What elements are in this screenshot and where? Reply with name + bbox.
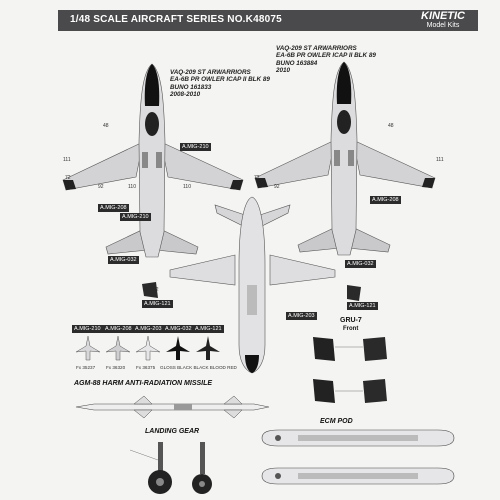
- color-ref-label: A.MIG-208: [98, 204, 129, 212]
- agm-title: AGM-88 HARM ANTI-RADIATION MISSILE: [74, 380, 213, 387]
- legend-swatch: A.MIG-210: [72, 325, 103, 333]
- aircraft-underside-view: [169, 196, 336, 374]
- small-part-right: [347, 285, 361, 301]
- legend-swatch: A.MIG-032: [163, 325, 194, 333]
- left-aircraft-top-view: [62, 63, 244, 258]
- fs-code: Fx 36320: [106, 365, 126, 370]
- dimension-number: 72: [65, 175, 71, 181]
- fs-code: Fx 36375: [136, 365, 156, 370]
- legend-swatch: A.MIG-203: [133, 325, 164, 333]
- left-aircraft-caption: VAQ-209 ST ARWARRIORS EA-6B PR OWLER ICA…: [170, 69, 270, 99]
- caption-line: EA-6B PR OWLER ICAP II BLK 89: [276, 52, 376, 60]
- gloss-legend: GLOSS BLACK BLACK BLOOD RED: [160, 365, 237, 370]
- dimension-number: 110: [128, 184, 136, 190]
- dimension-number: 72: [254, 175, 260, 181]
- brand-logo: KINETIC Model Kits: [412, 11, 474, 31]
- caption-line: VAQ-209 ST ARWARRIORS: [170, 69, 251, 76]
- gru7-seat-diagram: [313, 337, 387, 403]
- brand-name: KINETIC: [421, 10, 465, 22]
- color-ref-label: A.MIG-032: [108, 256, 139, 264]
- ecm-pod-title: ECM POD: [320, 418, 353, 425]
- caption-line: BUNO 163884: [276, 59, 318, 67]
- caption-line: 2010: [276, 67, 291, 75]
- color-ref-label: A.MIG-121: [347, 302, 378, 310]
- gru7-subtitle: Front: [343, 326, 359, 332]
- color-ref-label: A.MIG-032: [345, 260, 376, 268]
- color-ref-label: A.MIG-210: [120, 213, 151, 221]
- right-aircraft-top-view: [254, 61, 436, 256]
- dimension-number: 110: [183, 184, 191, 190]
- right-aircraft-caption: VAQ-209 ST ARWARRIORS EA-6B PR OWLER ICA…: [276, 45, 376, 75]
- dimension-number: 111: [63, 157, 71, 163]
- dimension-number: 111: [436, 157, 444, 163]
- gru7-title: GRU-7: [340, 317, 362, 324]
- small-part-left: [142, 282, 158, 298]
- dimension-number: 92: [98, 184, 104, 190]
- landing-gear-diagram: [129, 442, 212, 494]
- dimension-number: 48: [388, 123, 394, 129]
- color-ref-label: A.MIG-121: [142, 300, 173, 308]
- agm88-missile-diagram: [75, 395, 270, 419]
- landing-gear-title: LANDING GEAR: [145, 428, 200, 435]
- caption-line: BUNO 161833: [170, 83, 212, 91]
- dimension-number: 48: [103, 123, 109, 129]
- color-ref-label: A.MIG-203: [286, 312, 317, 320]
- ecm-pod-diagram: [261, 429, 455, 485]
- legend-swatch: A.MIG-208: [103, 325, 134, 333]
- color-ref-label: A.MIG-210: [180, 143, 211, 151]
- header-bar: 1/48 SCALE AIRCRAFT SERIES NO.K48075 KIN…: [58, 10, 478, 31]
- dimension-number: 92: [274, 184, 280, 190]
- caption-line: EA-6B PR OWLER ICAP II BLK 89: [170, 76, 270, 84]
- color-ref-label: A.MIG-208: [370, 196, 401, 204]
- legend-silhouettes: [75, 335, 220, 361]
- caption-line: VAQ-209 ST ARWARRIORS: [276, 45, 357, 52]
- legend-swatch: A.MIG-121: [193, 325, 224, 333]
- sheet-title: 1/48 SCALE AIRCRAFT SERIES NO.K48075: [70, 14, 282, 25]
- brand-subtitle: Model Kits: [426, 22, 460, 29]
- fs-code: Fx 35237: [76, 365, 96, 370]
- caption-line: 2008-2010: [170, 91, 201, 99]
